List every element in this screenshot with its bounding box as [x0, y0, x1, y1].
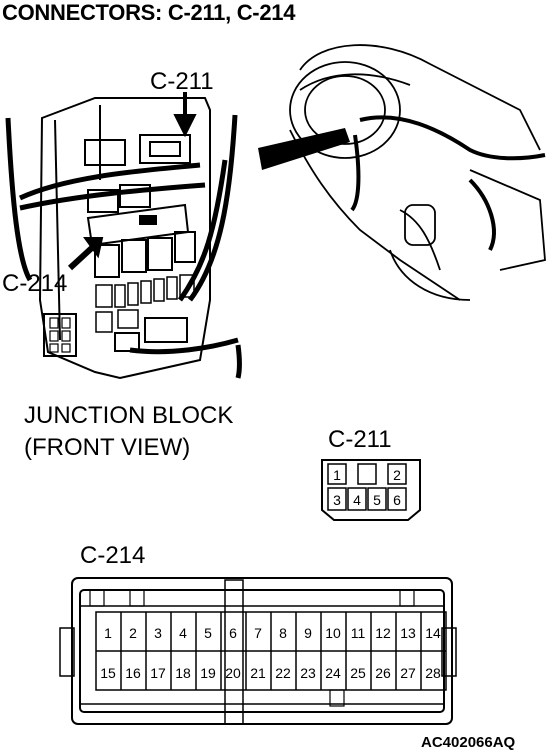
c214-pin: 27: [400, 665, 416, 681]
c211-pin: 1: [333, 467, 341, 483]
c214-callout-label: C-214: [2, 270, 68, 297]
c214-pin: 22: [275, 665, 291, 681]
c214-pin: 21: [250, 665, 266, 681]
page-title: CONNECTORS: C-211, C-214: [2, 0, 296, 25]
c214-pin: 23: [300, 665, 316, 681]
c214-pin: 12: [375, 625, 391, 641]
figure-id: AC402066AQ: [421, 734, 516, 751]
c214-pin-labels-bottom: 15 16 17 18 19 20 21 22 23 24 25 26 27 2…: [100, 665, 441, 681]
c214-pin: 15: [100, 665, 116, 681]
junction-block-caption-line2: (FRONT VIEW): [24, 434, 191, 461]
c214-pin: 5: [204, 625, 212, 641]
c214-pin: 26: [375, 665, 391, 681]
c214-pin: 6: [229, 625, 237, 641]
c214-pin: 16: [125, 665, 141, 681]
c214-pin: 4: [179, 625, 187, 641]
c211-pin: 5: [373, 492, 381, 508]
c214-pin: 8: [279, 625, 287, 641]
c214-detail-label: C-214: [80, 542, 146, 569]
c211-pin: 4: [353, 492, 361, 508]
c214-pin: 14: [425, 625, 441, 641]
c211-callout-label: C-211: [150, 68, 214, 95]
c214-pin: 18: [175, 665, 191, 681]
c211-pin: 2: [393, 467, 401, 483]
c211-detail-label: C-211: [328, 426, 392, 453]
c214-pin: 20: [225, 665, 241, 681]
c214-pin: 3: [154, 625, 162, 641]
c211-socket: [139, 134, 191, 164]
c211-pin: 3: [333, 492, 341, 508]
c214-pin: 2: [129, 625, 137, 641]
c214-pin: 25: [350, 665, 366, 681]
c214-pin: 7: [254, 625, 262, 641]
c214-pin: 9: [304, 625, 312, 641]
c214-pin: 17: [150, 665, 166, 681]
junction-block-caption-line1: JUNCTION BLOCK: [24, 402, 234, 429]
c211-connector-face: [321, 459, 421, 521]
c214-pin: 28: [425, 665, 441, 681]
junction-block-body: [38, 97, 211, 380]
c214-pin: 11: [351, 625, 366, 641]
c214-pin: 13: [400, 625, 416, 641]
c214-pin-labels-top: 1 2 3 4 5 6 7 8 9 10 11 12 13 14: [104, 625, 441, 641]
c214-pin: 19: [200, 665, 216, 681]
c214-pin: 1: [104, 625, 112, 641]
c214-pin: 10: [325, 625, 341, 641]
c214-connector-face: [59, 577, 457, 725]
steering-wheel: [289, 61, 401, 159]
c211-pin: 6: [393, 492, 401, 508]
c214-pin: 24: [325, 665, 341, 681]
